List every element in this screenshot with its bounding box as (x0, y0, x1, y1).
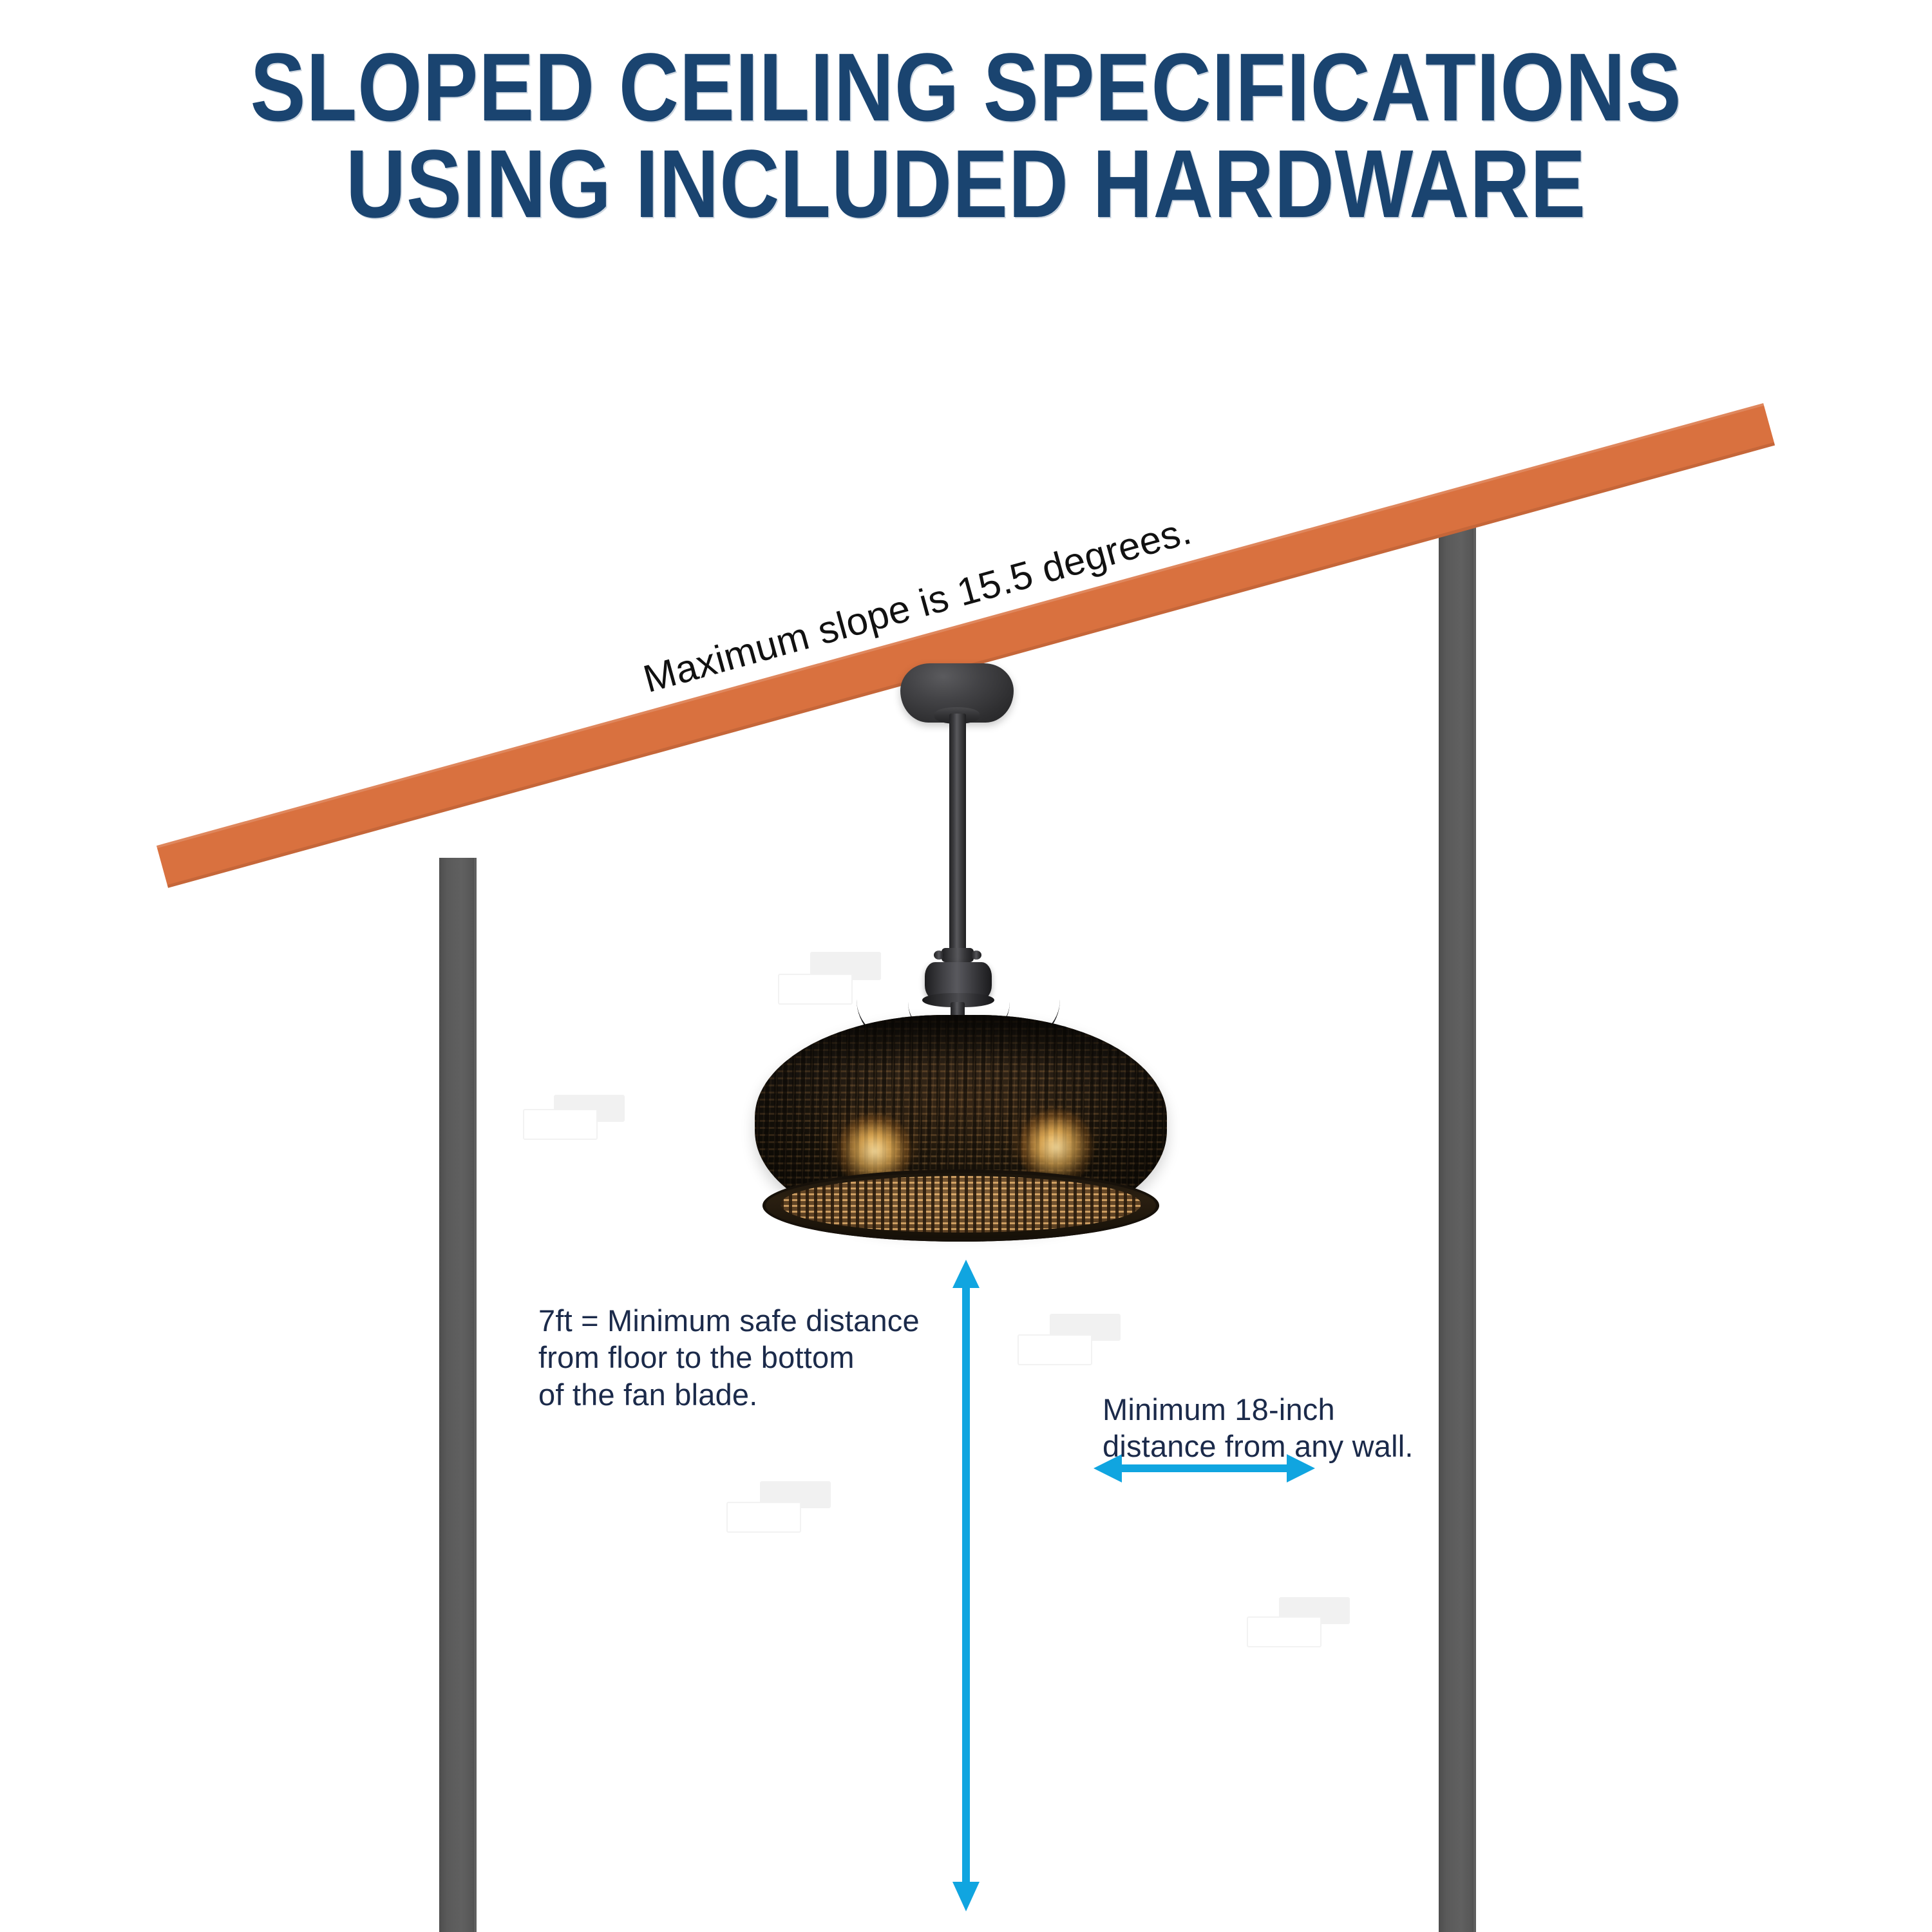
background-brick (1247, 1616, 1321, 1647)
left-wall-face (439, 858, 477, 1932)
title-line-2: USING INCLUDED HARDWARE (345, 129, 1587, 238)
right-wall-edge (1473, 522, 1476, 1932)
fixture-downrod (949, 714, 966, 951)
arrow-shaft-vertical (962, 1285, 970, 1884)
left-wall (439, 858, 477, 1932)
background-brick (726, 1502, 801, 1533)
wall-clearance-label: Minimum 18-inch distance from any wall. (1103, 1392, 1414, 1464)
downrod-collar (942, 948, 974, 962)
arrow-head-down-icon (952, 1882, 980, 1911)
right-wall (1439, 522, 1476, 1932)
background-brick (778, 974, 853, 1005)
downrod-screw-right (971, 951, 981, 960)
downrod-screw-left (934, 951, 944, 960)
page-title: SLOPED CEILING SPECIFICATIONS USING INCL… (0, 39, 1932, 232)
background-brick (1018, 1334, 1092, 1365)
arrow-shaft-horizontal (1119, 1464, 1288, 1472)
right-wall-face (1439, 522, 1476, 1932)
title-line-1: SLOPED CEILING SPECIFICATIONS (250, 33, 1682, 141)
left-wall-edge (474, 858, 477, 1932)
background-brick (523, 1109, 598, 1140)
shade-bottom-lip (762, 1170, 1159, 1242)
arrow-head-up-icon (952, 1260, 980, 1288)
arrow-head-right-icon (1287, 1454, 1315, 1482)
floor-clearance-label: 7ft = Minimum safe distance from floor t… (538, 1303, 920, 1412)
arrow-head-left-icon (1094, 1454, 1122, 1482)
